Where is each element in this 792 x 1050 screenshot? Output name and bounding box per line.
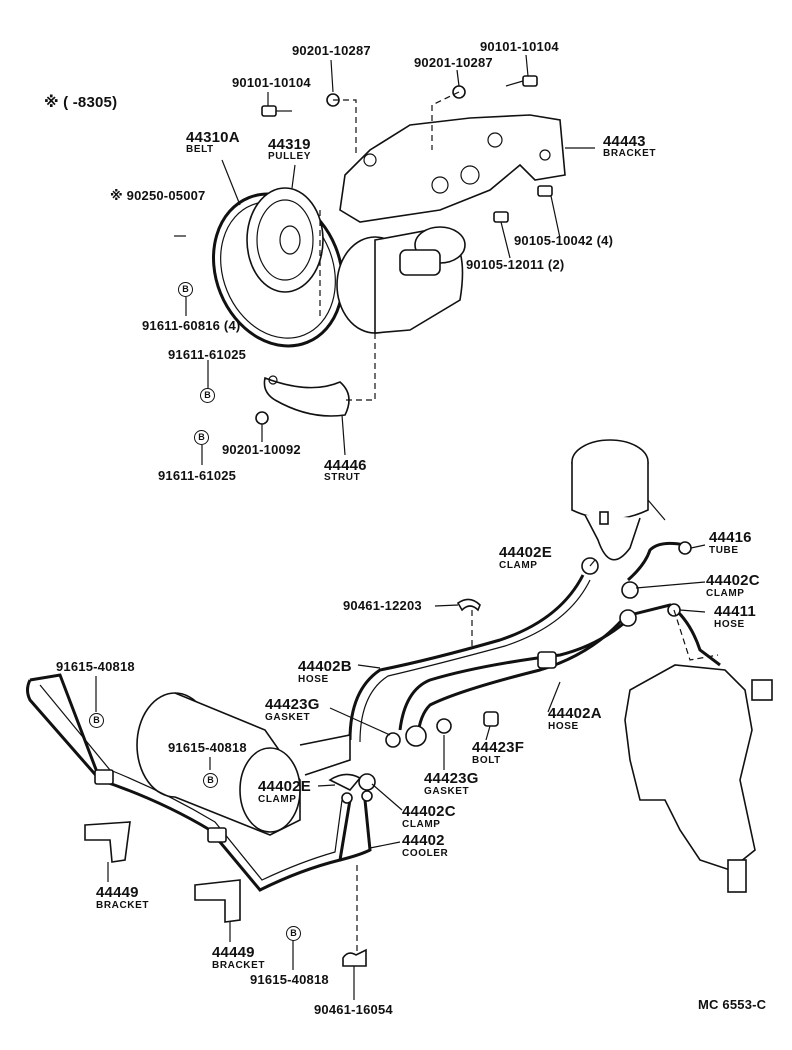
part-91611-61025-b: 91611-61025 [158, 468, 237, 483]
label-clamp-a: CLAMP [499, 560, 538, 571]
part-44446: 44446 [324, 457, 367, 474]
header-note: ※ ( -8305) [44, 94, 118, 111]
part-90201-10287-a: 90201-10287 [292, 43, 371, 58]
part-90105-12011: 90105-12011 (2) [466, 257, 565, 272]
pulley-drawing [246, 187, 324, 293]
part-44402E-a: 44402E [499, 544, 552, 561]
cooler-drawing [26, 673, 376, 892]
mark-b-1: B [178, 282, 193, 297]
label-belt: BELT [186, 144, 214, 155]
gear-box-drawing [624, 664, 773, 893]
part-44402: 44402 [402, 832, 445, 849]
part-44443: 44443 [603, 133, 646, 150]
small-bolts [174, 75, 553, 425]
part-44449-b: 44449 [212, 944, 255, 961]
part-90461-12203: 90461-12203 [343, 598, 422, 613]
strut-drawing [263, 375, 350, 417]
part-90461-16054: 90461-16054 [314, 1002, 393, 1017]
part-91611-61025-a: 91611-61025 [168, 347, 247, 362]
label-hose-a: HOSE [714, 619, 745, 630]
label-hose-b: HOSE [298, 674, 329, 685]
label-bolt: BOLT [472, 755, 501, 766]
label-bracket-c: BRACKET [212, 960, 266, 971]
part-44402C-b: 44402C [402, 803, 456, 820]
label-bracket-b: BRACKET [96, 900, 150, 911]
reservoir-drawing [571, 439, 666, 561]
part-91615-40818-a: 91615-40818 [56, 659, 135, 674]
tank-drawing [136, 692, 351, 836]
belt-drawing [212, 192, 344, 348]
part-44402C-a: 44402C [706, 572, 760, 589]
label-clamp-d: CLAMP [402, 819, 441, 830]
part-90201-10092: 90201-10092 [222, 442, 301, 457]
cooler-brackets [84, 821, 241, 923]
label-cooler: COOLER [402, 848, 449, 859]
pump-drawing [336, 226, 466, 334]
label-clamp-b: CLAMP [706, 588, 745, 599]
part-90105-10042: 90105-10042 (4) [514, 233, 614, 248]
part-90201-10287-b: 90201-10287 [414, 55, 493, 70]
label-clamp-c: CLAMP [258, 794, 297, 805]
part-44416: 44416 [709, 529, 752, 546]
part-91611-60816: 91611-60816 (4) [142, 318, 241, 333]
part-90101-10104-b: 90101-10104 [480, 39, 559, 54]
part-44423F: 44423F [472, 739, 525, 756]
mark-b-6: B [286, 926, 301, 941]
clamp-90461-16054-drawing [342, 948, 367, 967]
part-91615-40818-b: 91615-40818 [168, 740, 247, 755]
part-44319: 44319 [268, 136, 311, 153]
part-44423G-a: 44423G [265, 696, 320, 713]
label-gasket-a: GASKET [265, 712, 311, 723]
label-bracket-a: BRACKET [603, 148, 657, 159]
part-44402B: 44402B [298, 658, 352, 675]
tube-44416-drawing [627, 541, 692, 582]
mark-b-3: B [194, 430, 209, 445]
label-hose-c: HOSE [548, 721, 579, 732]
label-tube: TUBE [709, 545, 739, 556]
part-44402E-b: 44402E [258, 778, 311, 795]
mark-b-4: B [89, 713, 104, 728]
part-91615-40818-c: 91615-40818 [250, 972, 329, 987]
diagram-code: MC 6553-C [698, 997, 767, 1012]
part-90101-10104-a: 90101-10104 [232, 75, 311, 90]
part-44402A: 44402A [548, 705, 602, 722]
part-90250-05007: ※ 90250-05007 [110, 188, 206, 203]
bracket-drawing [339, 114, 566, 223]
part-44310A: 44310A [186, 129, 240, 146]
part-44449-a: 44449 [96, 884, 139, 901]
mark-b-2: B [200, 388, 215, 403]
label-gasket-b: GASKET [424, 786, 470, 797]
label-strut: STRUT [324, 472, 361, 483]
label-pulley: PULLEY [268, 151, 312, 162]
mark-b-5: B [203, 773, 218, 788]
part-44411: 44411 [714, 603, 756, 620]
part-44423G-b: 44423G [424, 770, 479, 787]
